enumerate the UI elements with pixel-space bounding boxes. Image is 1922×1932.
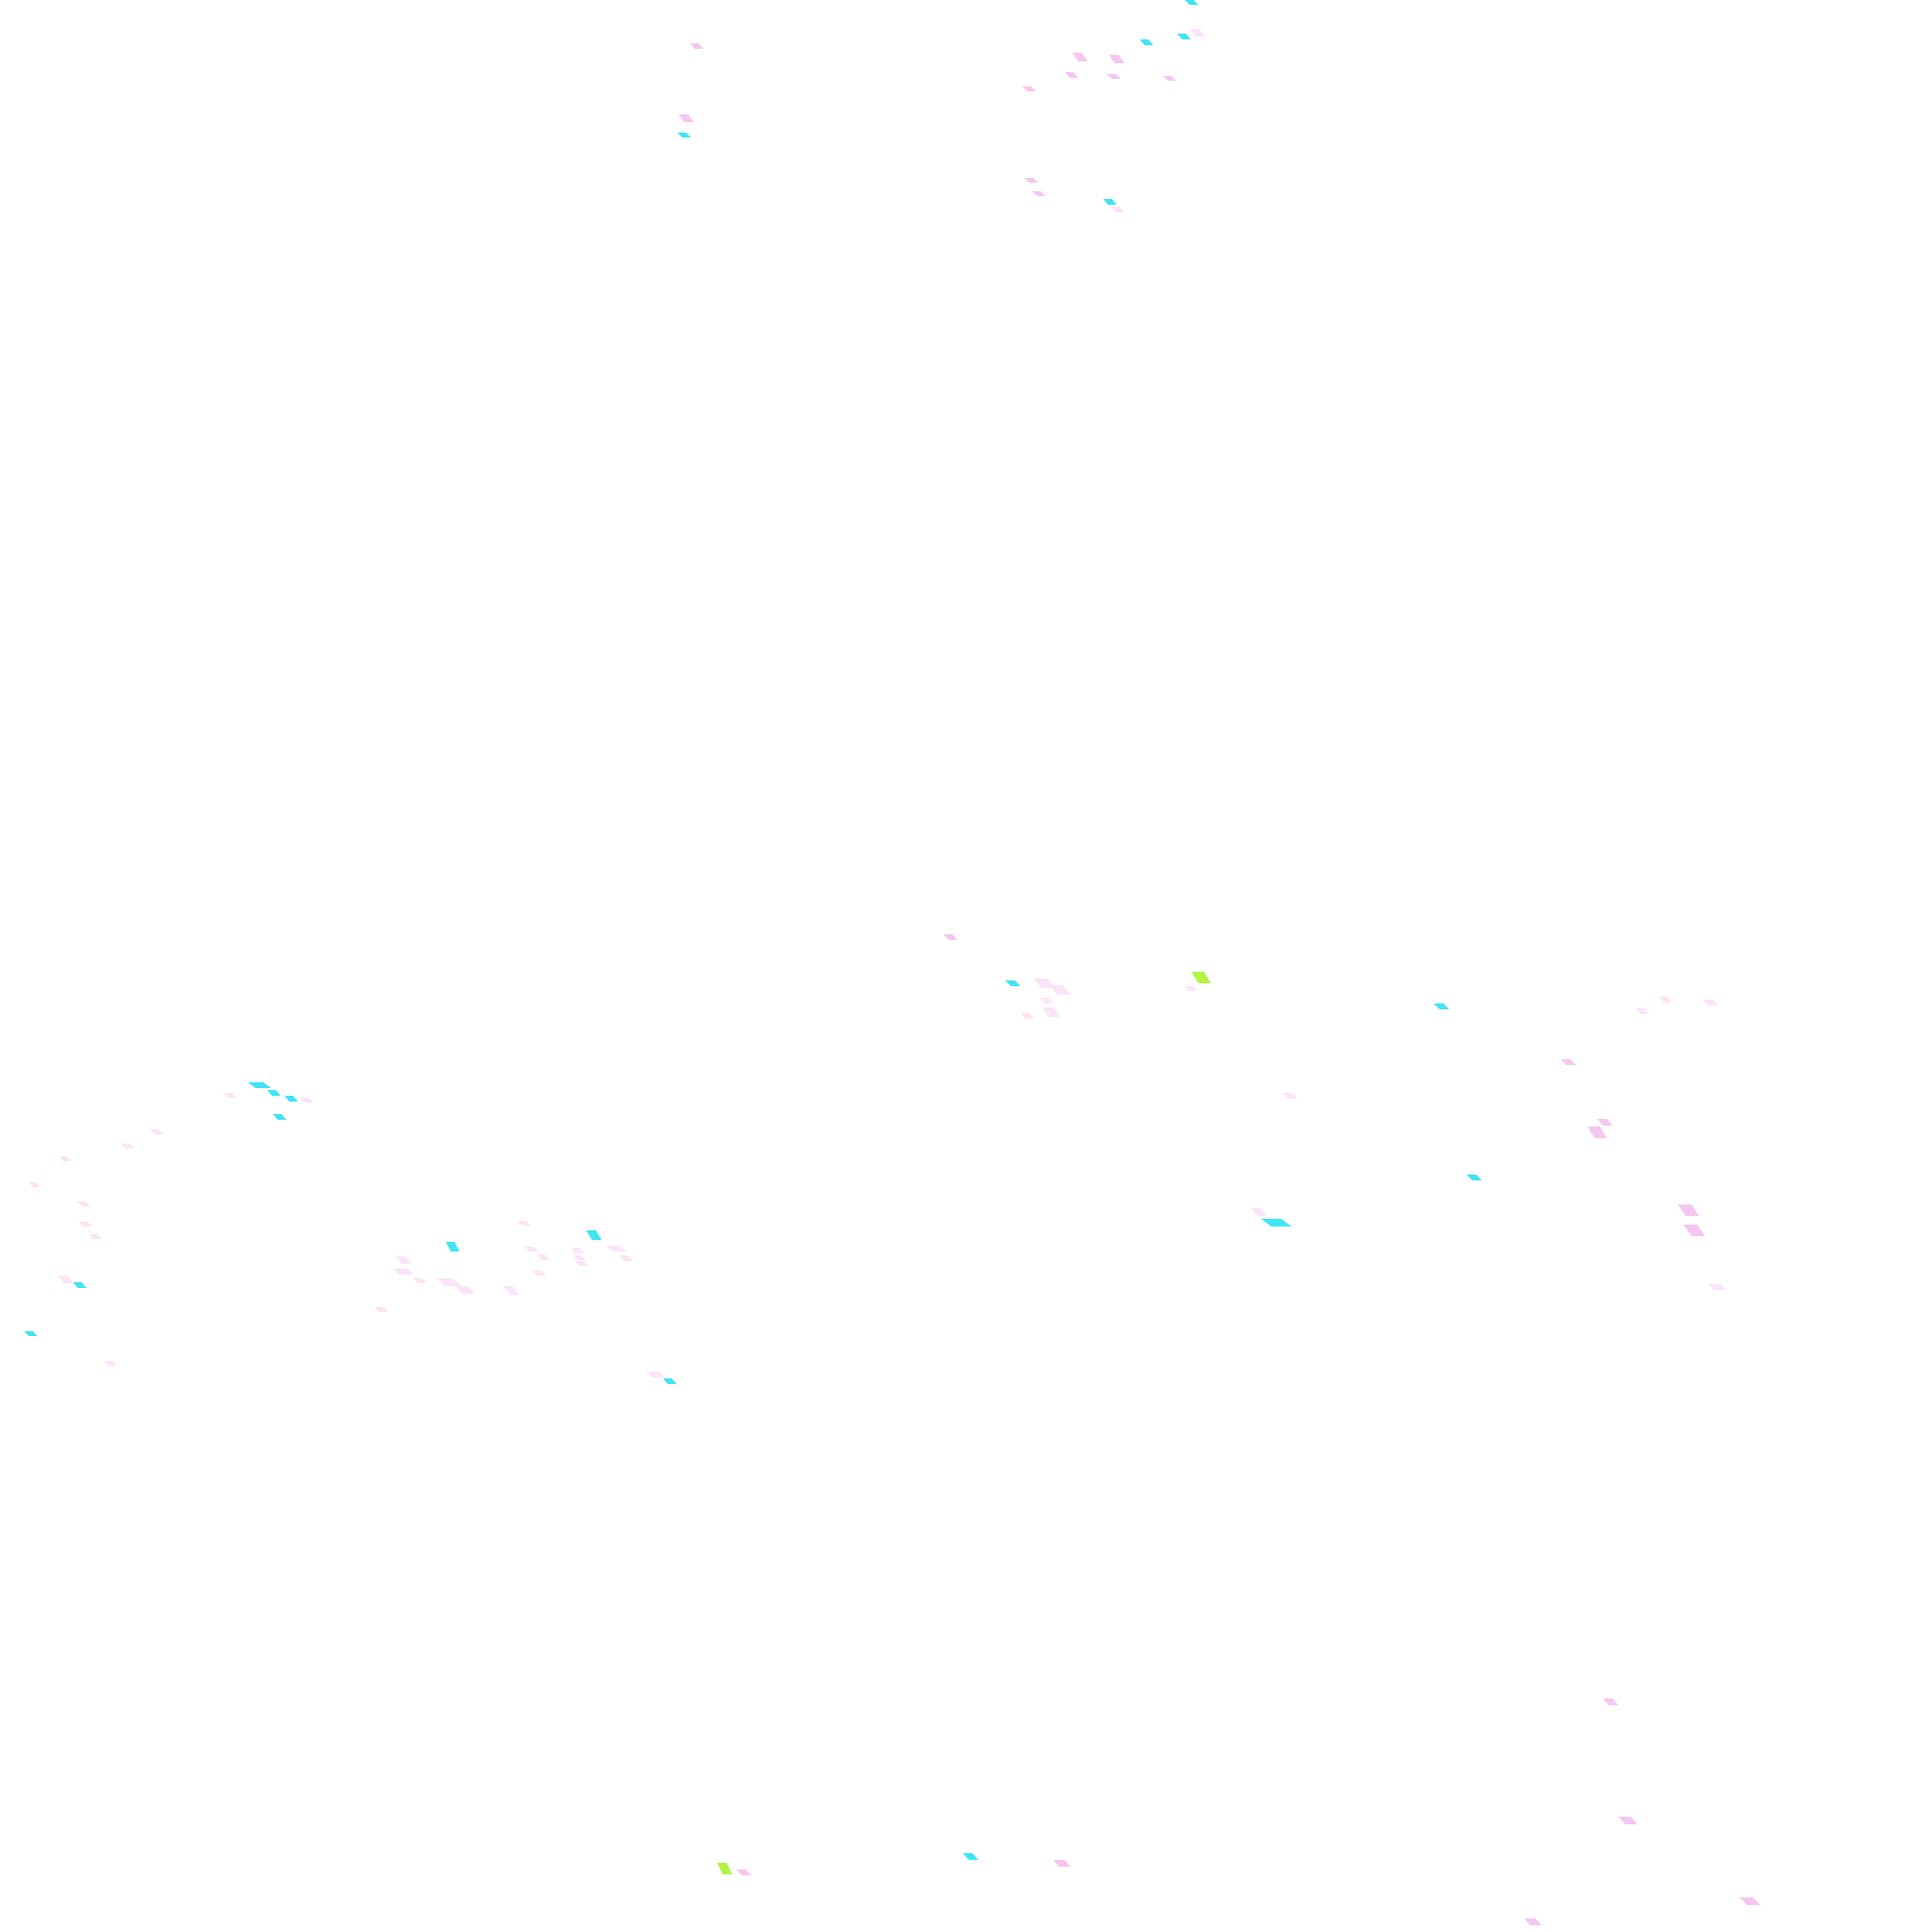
flake-shape <box>1065 72 1078 78</box>
flake-shape <box>1618 1817 1638 1824</box>
flake-shape <box>60 1156 71 1161</box>
flake-shape <box>944 934 957 940</box>
flake-shape <box>1709 1284 1726 1290</box>
flake-shape <box>73 1282 86 1288</box>
flake-shape <box>532 1271 546 1276</box>
flake-shape <box>536 1254 550 1260</box>
flake-shape <box>619 1255 632 1261</box>
flake-shape <box>1163 76 1176 81</box>
flake-shape <box>1597 1119 1613 1126</box>
flake-shape <box>1466 1175 1482 1180</box>
flake-shape <box>1023 87 1036 91</box>
flake-shape <box>79 1222 92 1226</box>
flake-shape <box>1049 985 1071 995</box>
flake-shape <box>571 1248 584 1253</box>
flake-shape <box>24 1331 37 1336</box>
flake-shape <box>58 1276 73 1283</box>
flake-shape <box>1659 997 1672 1003</box>
flake-shape <box>573 1255 586 1260</box>
flake-shape <box>436 1278 461 1286</box>
flake-shape <box>1588 1127 1607 1138</box>
flake-shape <box>1040 998 1053 1003</box>
flake-shape <box>396 1256 411 1264</box>
flake-shape <box>1103 199 1117 205</box>
flake-shape <box>1107 74 1121 79</box>
flake-shape <box>1190 29 1205 37</box>
flake-shape <box>586 1230 602 1240</box>
flake-shape <box>1192 972 1211 983</box>
flake-shape <box>646 1372 665 1377</box>
flake-shape <box>1261 1219 1292 1226</box>
flake-shape <box>1043 1007 1060 1017</box>
flake-shape <box>1739 1897 1761 1905</box>
flake-shape <box>1072 53 1088 62</box>
flake-shape <box>284 1096 298 1102</box>
flake-shape <box>267 1090 281 1096</box>
flake-shape <box>413 1278 427 1283</box>
flake-shape <box>1561 1059 1576 1065</box>
flake-shape <box>690 43 703 49</box>
flake-shape <box>300 1098 313 1102</box>
flake-shape <box>1177 34 1191 39</box>
flake-shape <box>1282 1093 1297 1099</box>
flake-shape <box>1184 986 1197 991</box>
flake-shape <box>504 1286 517 1291</box>
flake-shape <box>1524 1919 1541 1925</box>
flake-shape <box>1024 178 1038 183</box>
flake-shape <box>525 1247 538 1251</box>
flake-shape <box>1109 55 1124 63</box>
flake-shape <box>1434 1003 1449 1009</box>
flake-shape <box>248 1082 271 1088</box>
flake-shape <box>1185 0 1198 5</box>
flake-shape <box>1603 1698 1618 1705</box>
flake-shape <box>29 1182 40 1187</box>
flake-shape <box>121 1144 135 1149</box>
flake-shape <box>273 1114 286 1120</box>
flake-shape <box>678 114 694 122</box>
flake-shape <box>77 1201 90 1206</box>
flake-shape <box>1140 39 1153 45</box>
flake-shape <box>223 1093 236 1098</box>
flake-shape <box>104 1361 117 1366</box>
flake-shape <box>456 1286 475 1294</box>
flake-shape <box>1678 1204 1699 1216</box>
flake-shape <box>1703 1000 1718 1005</box>
flake-shape <box>150 1129 163 1134</box>
flake-shape <box>446 1242 459 1251</box>
flake-shape <box>1684 1225 1705 1236</box>
flake-shape <box>736 1870 752 1875</box>
flake-shape <box>1251 1208 1267 1216</box>
flake-shape <box>605 1246 627 1251</box>
flake-shape <box>1636 1008 1649 1014</box>
flake-shape <box>1053 1860 1071 1867</box>
flake-shape <box>575 1261 588 1266</box>
flake-shape <box>663 1378 677 1384</box>
flake-shape <box>375 1307 388 1312</box>
flake-shape <box>678 133 691 137</box>
flake-shape <box>1111 207 1124 212</box>
flake-shape <box>88 1234 102 1239</box>
flake-shape <box>1032 191 1046 196</box>
flake-shape <box>394 1269 407 1275</box>
flake-shape <box>963 1853 978 1860</box>
flake-shape <box>1005 980 1021 986</box>
flake-shape <box>1021 1013 1034 1019</box>
flake-shape <box>517 1221 530 1226</box>
flake-shape <box>717 1863 732 1874</box>
